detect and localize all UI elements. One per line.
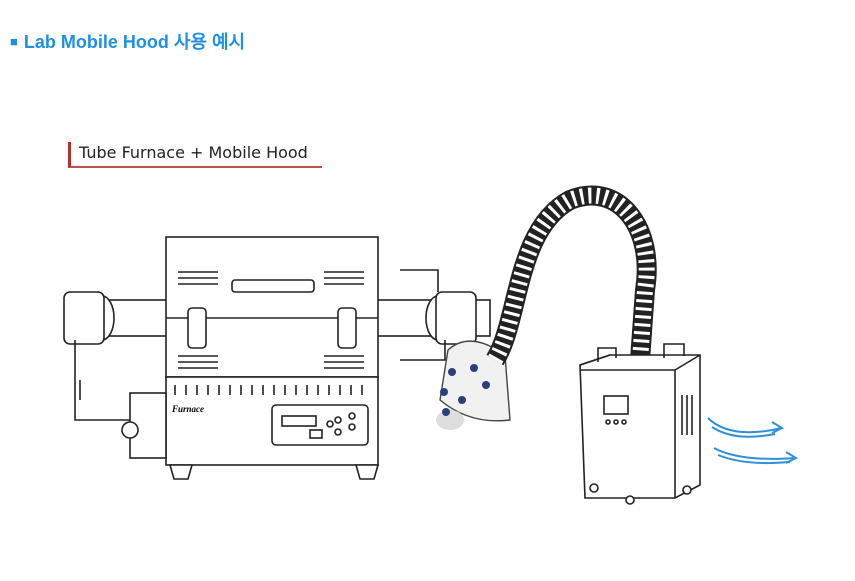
mobile-hood-unit [579, 343, 701, 505]
figure-subtitle: Tube Furnace + Mobile Hood [68, 142, 322, 168]
page-title-text: Lab Mobile Hood 사용 예시 [23, 32, 246, 52]
tube-furnace: Furnace [121, 236, 380, 480]
page-title: ■ Lab Mobile Hood 사용 예시 [10, 28, 245, 54]
bullet-icon: ■ [10, 34, 18, 49]
hood-nozzle [436, 340, 511, 430]
airflow-arrows-icon [707, 417, 799, 465]
furnace-logo: Furnace [171, 404, 204, 414]
control-panel [271, 404, 369, 446]
virus-particles [440, 364, 490, 416]
